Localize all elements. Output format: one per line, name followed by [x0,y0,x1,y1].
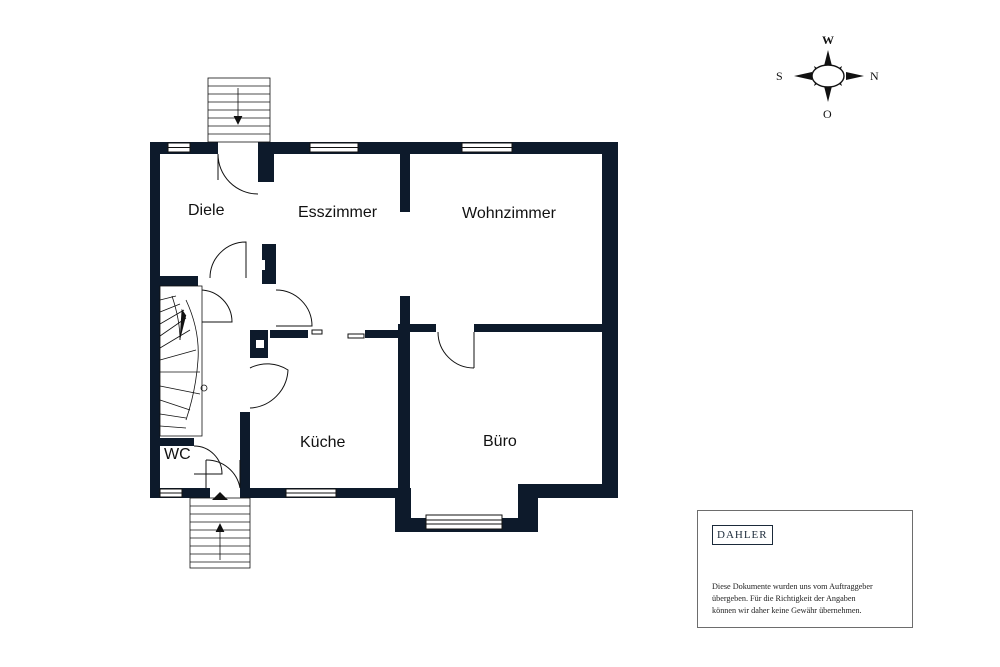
door-diele-hall [209,241,247,279]
disclaimer-line: übergeben. Für die Richtigkeit der Angab… [712,594,856,603]
compass-label-n: N [870,69,879,83]
door-entrance [205,459,241,489]
steps-top [207,77,271,143]
door-stair [199,289,233,323]
entrance-arrow-icon [212,492,228,500]
room-label-kueche: Küche [300,434,345,451]
disclaimer-line: können wir daher keine Gewähr übernehmen… [712,606,862,615]
compass-label-s: S [776,69,783,83]
column-cutouts [255,260,265,348]
room-label-buero: Büro [483,433,517,450]
brand-logo: DAHLER [712,525,773,545]
compass-label-o: O [823,107,832,121]
door-wc [193,445,223,475]
compass-icon: W S N O [776,33,879,121]
room-label-wc: WC [164,446,191,463]
room-label-esszimmer: Esszimmer [298,204,378,221]
room-label-wohnzimmer: Wohnzimmer [462,205,557,222]
disclaimer-text: Diese Dokumente wurden uns vom Auftragge… [712,581,908,617]
compass-label-w: W [822,33,834,47]
disclaimer-line: Diese Dokumente wurden uns vom Auftragge… [712,582,873,591]
room-label-diele: Diele [188,202,225,219]
doors [193,153,475,489]
door-esszimmer [275,289,313,327]
sliding-door [311,329,365,339]
windows [159,142,513,530]
staircase [159,285,208,437]
door-buero [437,331,475,369]
steps-bottom [189,497,251,569]
room-labels: Diele Esszimmer Wohnzimmer Küche Büro WC [164,202,557,463]
disclaimer-box: DAHLER Diese Dokumente wurden uns vom Au… [697,510,913,628]
window-buero [425,514,503,530]
door-diele-top [217,153,259,195]
door-kueche [249,363,289,409]
